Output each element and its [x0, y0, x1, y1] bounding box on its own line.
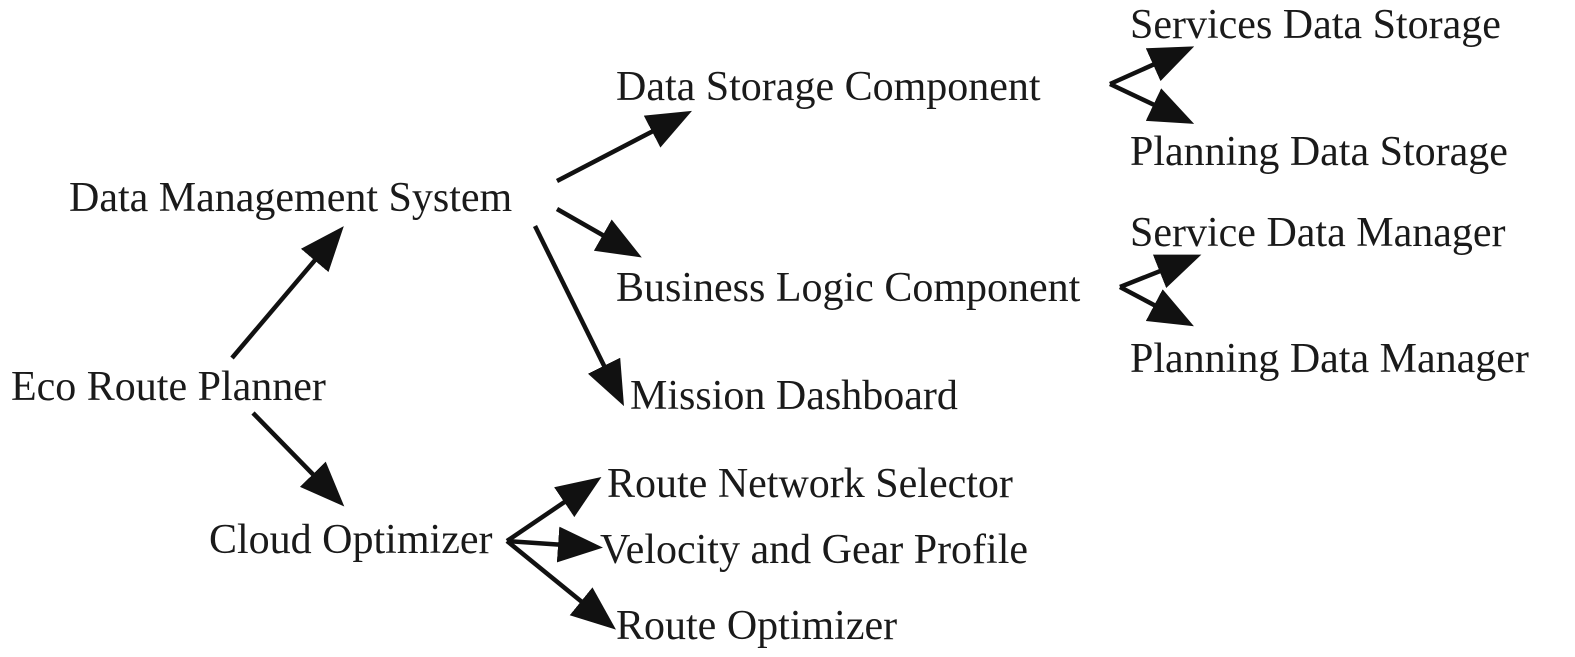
edge-cloud-optimizer-to-route-optimizer	[505, 539, 616, 630]
edge-data-management-to-data-storage	[555, 110, 692, 183]
node-business-logic-component: Business Logic Component	[616, 265, 1081, 311]
node-cloud-optimizer: Cloud Optimizer	[209, 517, 492, 563]
node-velocity-and-gear-profile: Velocity and Gear Profile	[600, 527, 1028, 573]
nodes: Eco Route Planner Data Management System…	[11, 2, 1529, 649]
edge-cloud-optimizer-to-route-network-selector	[505, 476, 602, 543]
node-services-data-storage: Services Data Storage	[1130, 2, 1501, 48]
edge-eco-to-data-management	[230, 226, 344, 360]
edges	[230, 46, 1202, 630]
node-planning-data-storage: Planning Data Storage	[1130, 129, 1508, 175]
node-data-storage-component: Data Storage Component	[616, 64, 1041, 110]
edge-business-logic-to-planning-data-manager	[1118, 285, 1194, 327]
edge-business-logic-to-service-data-manager	[1119, 254, 1202, 290]
node-service-data-manager: Service Data Manager	[1130, 210, 1505, 256]
node-planning-data-manager: Planning Data Manager	[1130, 336, 1529, 382]
node-data-management-system: Data Management System	[69, 175, 513, 221]
edge-cloud-optimizer-to-velocity-profile	[506, 526, 603, 563]
edge-eco-to-cloud-optimizer	[251, 411, 345, 507]
node-eco-route-planner: Eco Route Planner	[11, 364, 326, 410]
edge-data-storage-to-services-data-storage	[1109, 46, 1195, 87]
edge-data-management-to-business-logic	[555, 207, 642, 258]
node-route-optimizer: Route Optimizer	[616, 603, 897, 649]
edge-data-storage-to-planning-data-storage	[1109, 81, 1195, 124]
node-mission-dashboard: Mission Dashboard	[630, 373, 958, 419]
edge-data-management-to-mission-dashboard	[532, 225, 624, 407]
node-route-network-selector: Route Network Selector	[607, 461, 1013, 507]
